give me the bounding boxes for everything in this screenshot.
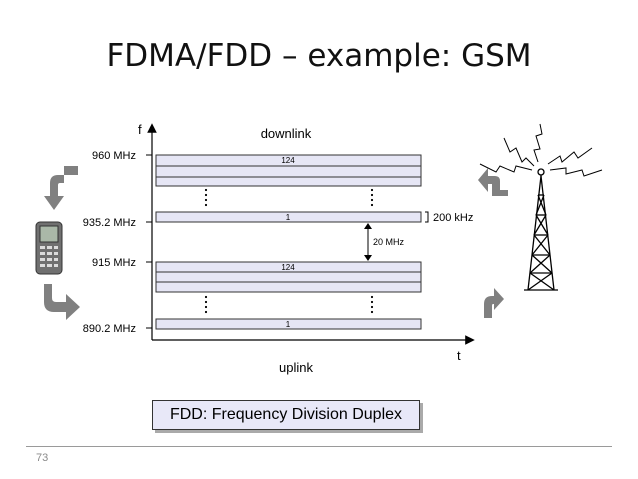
downlink-label: downlink — [261, 126, 312, 141]
t-axis-label: t — [457, 348, 461, 363]
slide-number: 73 — [36, 452, 49, 464]
mobile-phone-icon — [35, 221, 63, 275]
freq-label-960: 960 MHz — [92, 150, 136, 162]
downlink-channel-1 — [155, 211, 422, 223]
radio-wave-icons — [479, 123, 603, 177]
f-axis-label: f — [138, 122, 142, 137]
bandwidth-label: 200 kHz — [433, 212, 473, 224]
downlink-channel-122 — [155, 176, 422, 187]
downlink-channel-123 — [155, 165, 422, 178]
freq-label-935: 935.2 MHz — [83, 217, 136, 229]
uplink-channel-123 — [155, 271, 422, 283]
bandwidth-bracket — [425, 211, 429, 223]
tower-receive-arrow-icon — [484, 288, 504, 318]
uplink-channel-1-label: 1 — [286, 320, 291, 329]
channel-ellipsis — [204, 188, 374, 314]
phone-receive-arrow-icon — [44, 166, 78, 210]
phone-send-arrow-icon — [44, 284, 80, 320]
downlink-channel-1-label: 1 — [286, 213, 291, 222]
uplink-channel-122 — [155, 281, 422, 293]
downlink-channel-124-label: 124 — [281, 156, 295, 165]
uplink-channel-124-label: 124 — [281, 263, 295, 272]
uplink-band: 124 1 — [155, 261, 422, 330]
downlink-band: 124 1 — [155, 154, 422, 223]
tower-send-arrow-icon — [478, 168, 508, 196]
radio-tower-icon — [524, 168, 558, 291]
footer-divider — [26, 446, 612, 447]
uplink-channel-1 — [155, 318, 422, 330]
uplink-label: uplink — [279, 360, 313, 375]
duplex-spacing-label: 20 MHz — [373, 237, 405, 247]
freq-label-890: 890.2 MHz — [83, 323, 136, 335]
fdd-definition-box: FDD: Frequency Division Duplex — [152, 400, 420, 430]
slide-title: FDMA/FDD – example: GSM — [106, 38, 532, 74]
freq-label-915: 915 MHz — [92, 257, 136, 269]
